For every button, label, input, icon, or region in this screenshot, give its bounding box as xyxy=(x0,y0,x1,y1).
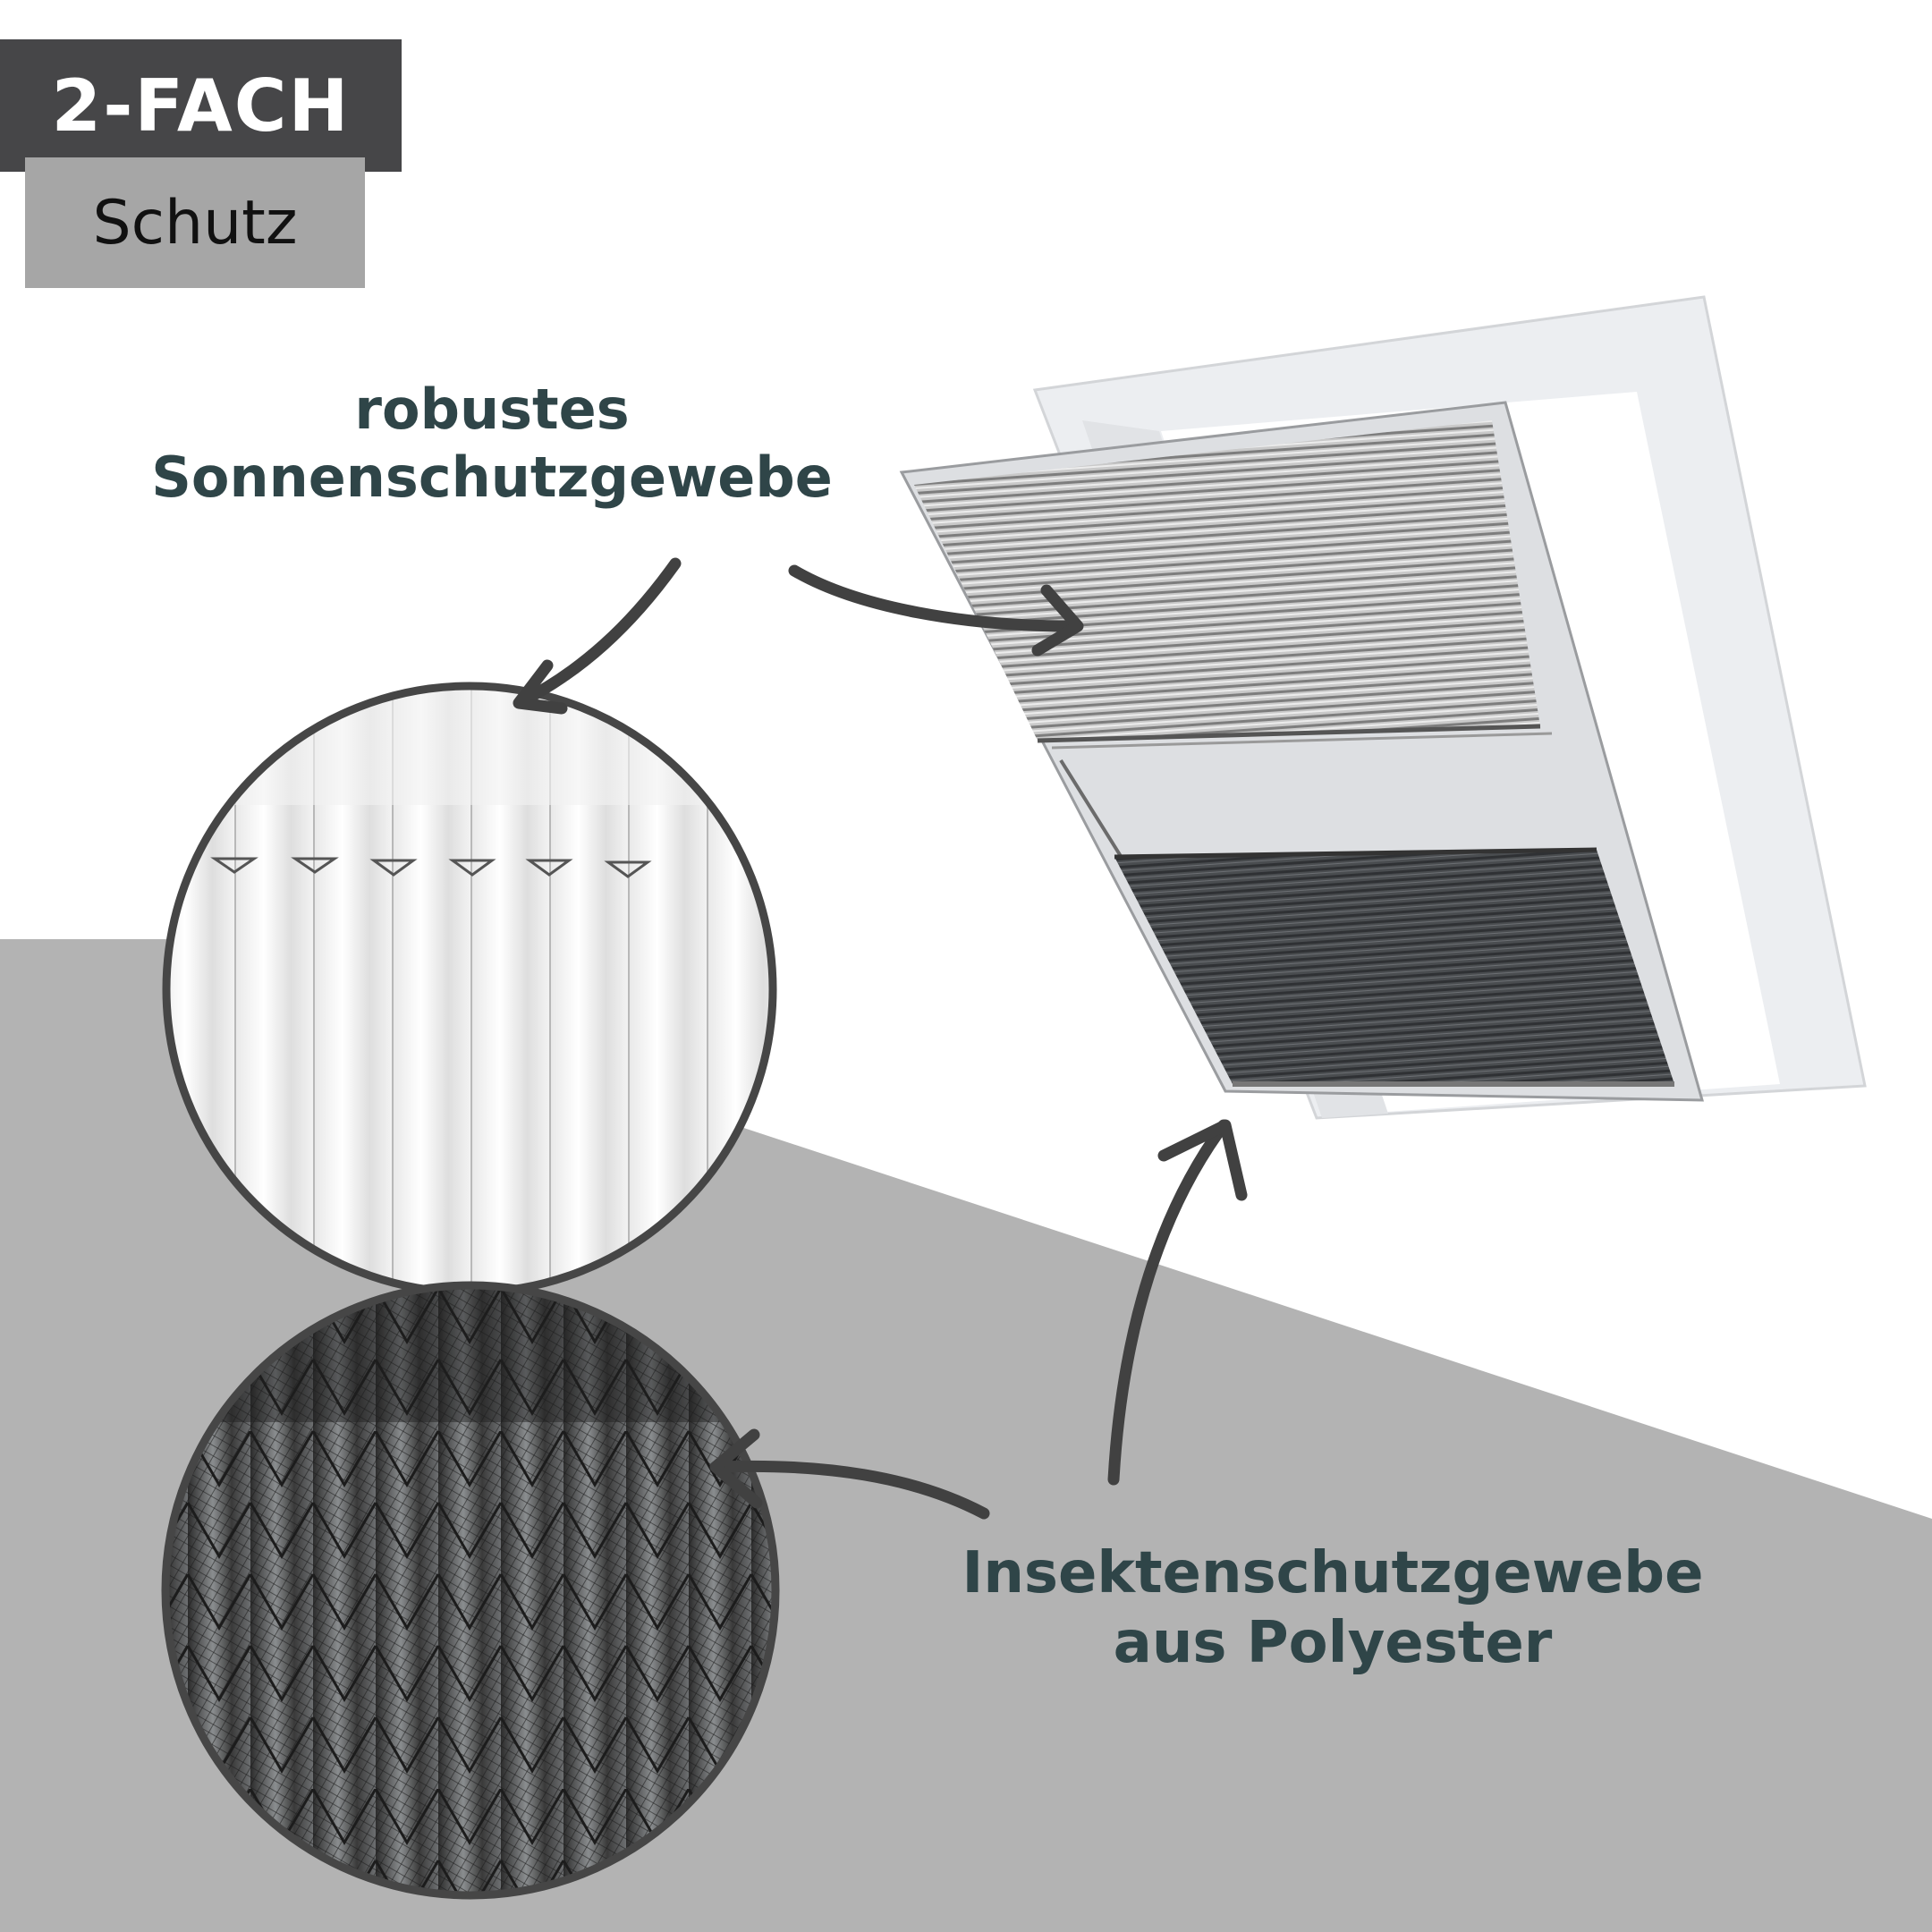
insect-fabric-label: Insektenschutzgewebe aus Polyester xyxy=(930,1538,1735,1678)
badge-2-fach: 2-FACH xyxy=(0,39,402,172)
insect-fabric-detail-circle xyxy=(161,1281,780,1900)
arrow-to-sun-detail xyxy=(513,557,682,715)
insect-fabric-panel xyxy=(1114,850,1674,1084)
badge-schutz: Schutz xyxy=(25,157,365,288)
insect-fabric-label-line2: aus Polyester xyxy=(1113,1610,1553,1677)
sun-fabric-label-line1: robustes xyxy=(354,377,630,442)
arrow-to-sun-panel xyxy=(788,564,1084,657)
sun-fabric-label-line2: Sonnenschutzgewebe xyxy=(151,444,833,510)
insect-fabric-label-line1: Insektenschutzgewebe xyxy=(962,1540,1704,1606)
arrow-to-insect-detail xyxy=(709,1428,990,1520)
sun-fabric-panel xyxy=(914,420,1540,741)
window-illustration xyxy=(899,295,1867,1120)
sun-fabric-label: robustes Sonnenschutzgewebe xyxy=(89,376,894,511)
arrow-to-insect-panel xyxy=(1107,1119,1248,1486)
